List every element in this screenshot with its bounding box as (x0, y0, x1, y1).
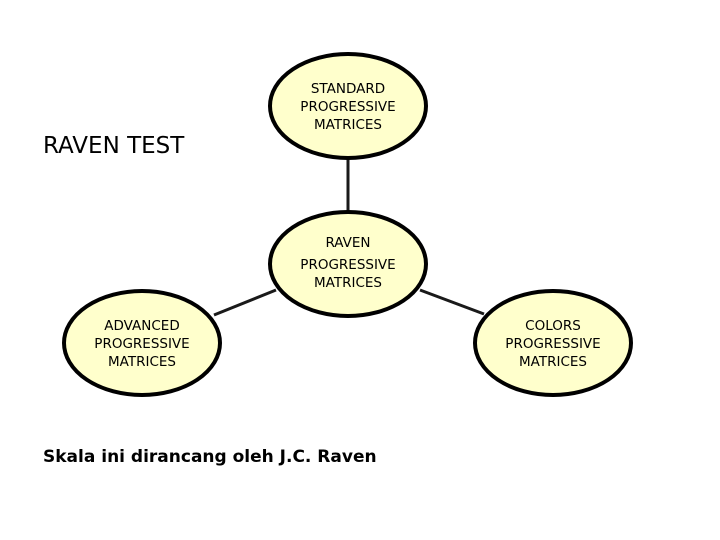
node-left-line-1: ADVANCED (104, 318, 179, 334)
node-left-line-3: MATRICES (108, 354, 176, 370)
node-left-line-2: PROGRESSIVE (94, 336, 189, 352)
node-center-line-1: RAVEN (325, 235, 370, 251)
node-center-line-2: PROGRESSIVE (300, 257, 395, 273)
node-left-ellipse (62, 289, 222, 397)
node-right-ellipse (473, 289, 633, 397)
node-colors-progressive-matrices: COLORS PROGRESSIVE MATRICES (473, 289, 633, 397)
connector-center-right (419, 288, 485, 316)
node-top-line-2: PROGRESSIVE (300, 99, 395, 115)
node-right-line-3: MATRICES (519, 354, 587, 370)
node-top-line-1: STANDARD (311, 81, 385, 97)
node-raven-progressive-matrices: RAVEN PROGRESSIVE MATRICES (268, 210, 428, 318)
connector-center-left (213, 288, 277, 317)
node-center-line-3: MATRICES (314, 275, 382, 291)
node-standard-progressive-matrices: STANDARD PROGRESSIVE MATRICES (268, 52, 428, 160)
page-title: RAVEN TEST (43, 133, 185, 159)
node-right-line-2: PROGRESSIVE (505, 336, 600, 352)
node-top-line-3: MATRICES (314, 117, 382, 133)
caption: Skala ini dirancang oleh J.C. Raven (43, 447, 377, 467)
node-center-ellipse (268, 210, 428, 318)
node-advanced-progressive-matrices: ADVANCED PROGRESSIVE MATRICES (62, 289, 222, 397)
node-top-ellipse (268, 52, 428, 160)
node-right-line-1: COLORS (525, 318, 581, 334)
